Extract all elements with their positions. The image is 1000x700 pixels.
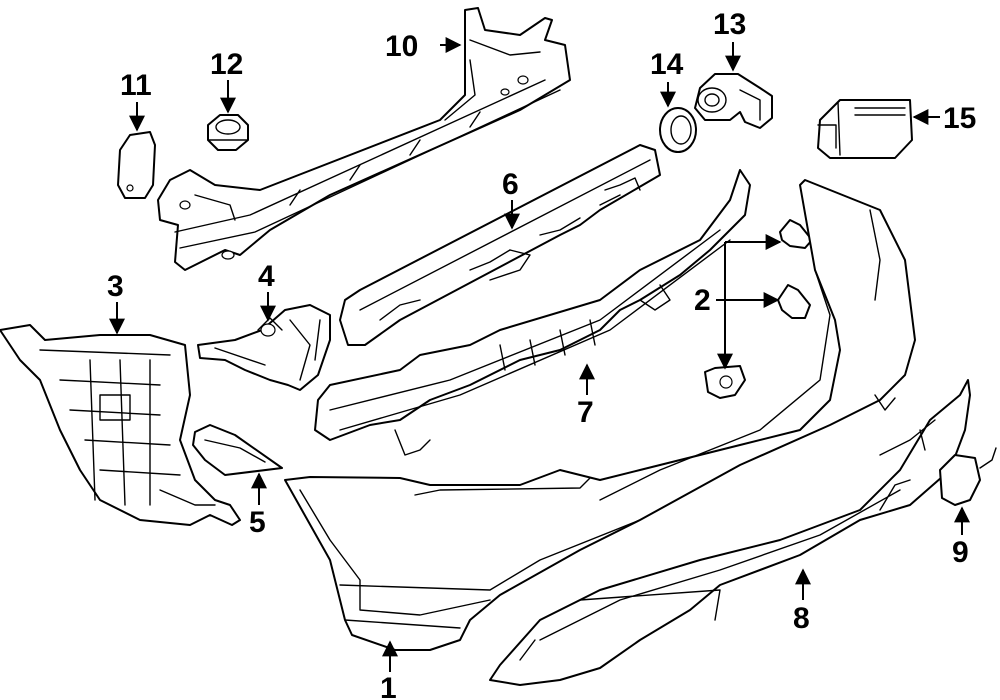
bumper-trim-piece — [192, 424, 283, 476]
bracket-plate — [117, 131, 156, 199]
sensor-grommet — [659, 107, 697, 153]
side-bracket — [0, 324, 241, 526]
callout-10: 10 — [385, 30, 418, 63]
callout-14: 14 — [650, 48, 684, 81]
retainer-clip-middle — [777, 284, 811, 319]
callout-11: 11 — [120, 69, 152, 102]
callout-1: 1 — [380, 672, 397, 700]
callout-9: 9 — [952, 536, 969, 569]
callout-12: 12 — [210, 48, 243, 81]
callout-8: 8 — [793, 602, 810, 635]
retainer-clip-upper — [779, 219, 813, 249]
bumper-reinforcement-bar — [157, 7, 571, 271]
callout-13: 13 — [713, 8, 746, 41]
upper-energy-absorber — [339, 144, 661, 346]
mounting-bracket — [197, 304, 331, 391]
callout-15: 15 — [943, 102, 976, 135]
lower-diffuser — [489, 379, 971, 686]
lower-energy-absorber — [314, 169, 751, 456]
callout-4: 4 — [258, 260, 275, 293]
control-module — [817, 99, 913, 159]
bumper-cover — [284, 179, 916, 651]
callout-3: 3 — [107, 270, 124, 303]
retainer-clip-lower — [704, 365, 746, 399]
nut — [207, 114, 249, 151]
callout-2: 2 — [694, 284, 711, 317]
callout-5: 5 — [249, 506, 266, 539]
callout-6: 6 — [502, 168, 519, 201]
parking-sensor — [694, 73, 773, 129]
callout-7: 7 — [577, 396, 594, 429]
leader-lines — [109, 37, 970, 672]
tow-hook-cover — [939, 447, 997, 506]
